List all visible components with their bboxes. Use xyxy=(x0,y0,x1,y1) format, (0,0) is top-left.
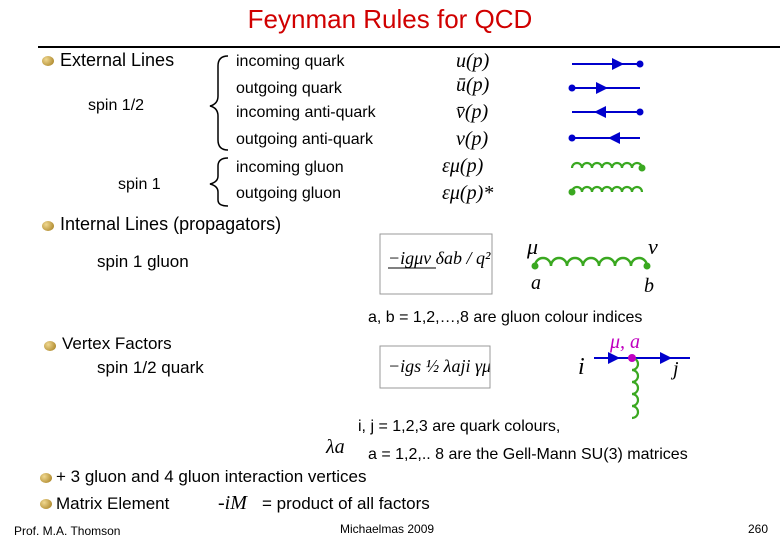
bullet-icon xyxy=(40,499,52,509)
colour-index-note: a, b = 1,2,…,8 are gluon colour indices xyxy=(368,309,643,326)
outgoing-quark-label: outgoing quark xyxy=(236,80,342,97)
incoming-quark-label: incoming quark xyxy=(236,53,345,70)
footer-page-number: 260 xyxy=(748,522,769,536)
lambda-symbol: λa xyxy=(326,436,345,458)
symbol-epsilon-star: εμ(p)* xyxy=(442,182,494,204)
b-index: b xyxy=(644,275,654,297)
outgoing-gluon-label: outgoing gluon xyxy=(236,185,341,202)
spin-one-gluon-label: spin 1 gluon xyxy=(97,252,189,271)
quark-gluon-vertex xyxy=(594,352,690,420)
incoming-gluon-line xyxy=(570,161,646,172)
gluon-propagator-line xyxy=(531,256,651,270)
gell-mann-note: a = 1,2,.. 8 are the Gell-Mann SU(3) mat… xyxy=(368,446,688,463)
vertex-factors-heading: Vertex Factors xyxy=(62,334,172,353)
a-index: a xyxy=(531,272,541,294)
internal-lines-heading: Internal Lines (propagators) xyxy=(60,214,282,234)
spin-one-brace xyxy=(209,157,229,207)
spin-half-brace xyxy=(209,55,229,151)
symbol-vbar: v̄(p) xyxy=(456,101,489,123)
mu-a-index: μ, a xyxy=(610,331,641,353)
symbol-u: u(p) xyxy=(456,50,490,72)
incoming-antiquark-label: incoming anti-quark xyxy=(236,104,376,121)
title-divider xyxy=(38,46,780,48)
external-lines-heading: External Lines xyxy=(60,50,175,70)
bullet-icon xyxy=(44,341,56,351)
spin-one-label: spin 1 xyxy=(118,176,161,193)
propagator-box xyxy=(379,233,493,295)
matrix-element-label: Matrix Element xyxy=(56,494,170,513)
bullet-icon xyxy=(42,221,54,231)
outgoing-quark-line xyxy=(568,82,640,94)
incoming-gluon-label: incoming gluon xyxy=(236,159,344,176)
bullet-icon xyxy=(42,56,54,66)
i-index: i xyxy=(578,354,585,380)
spin-half-quark-label: spin 1/2 quark xyxy=(97,358,204,377)
vertex-formula-box xyxy=(379,345,491,389)
outgoing-gluon-line xyxy=(568,185,644,196)
j-index: j xyxy=(673,358,679,380)
matrix-element-symbol: -iM xyxy=(218,492,247,514)
matrix-element-note: = product of all factors xyxy=(262,494,430,513)
incoming-quark-line xyxy=(572,58,644,70)
nu-index: ν xyxy=(648,234,658,259)
footer-term: Michaelmas 2009 xyxy=(340,522,435,536)
symbol-epsilon: εμ(p) xyxy=(442,155,484,177)
mu-index: μ xyxy=(527,234,539,259)
vertex-formula: −igs ½ λaji γμ xyxy=(388,356,492,376)
propagator-formula: −igμν δab / q² xyxy=(388,248,491,268)
quark-colour-note: i, j = 1,2,3 are quark colours, xyxy=(358,418,561,435)
symbol-ubar: ū(p) xyxy=(456,74,490,96)
incoming-antiquark-line xyxy=(572,106,644,118)
page-title: Feynman Rules for QCD xyxy=(247,4,533,34)
footer-author: Prof. M.A. Thomson xyxy=(14,524,121,538)
symbol-v: v(p) xyxy=(456,128,489,150)
bullet-icon xyxy=(40,473,52,483)
outgoing-antiquark-label: outgoing anti-quark xyxy=(236,131,373,148)
outgoing-antiquark-line xyxy=(568,132,640,144)
interaction-vertices-note: + 3 gluon and 4 gluon interaction vertic… xyxy=(56,467,367,486)
spin-half-label: spin 1/2 xyxy=(88,97,145,114)
